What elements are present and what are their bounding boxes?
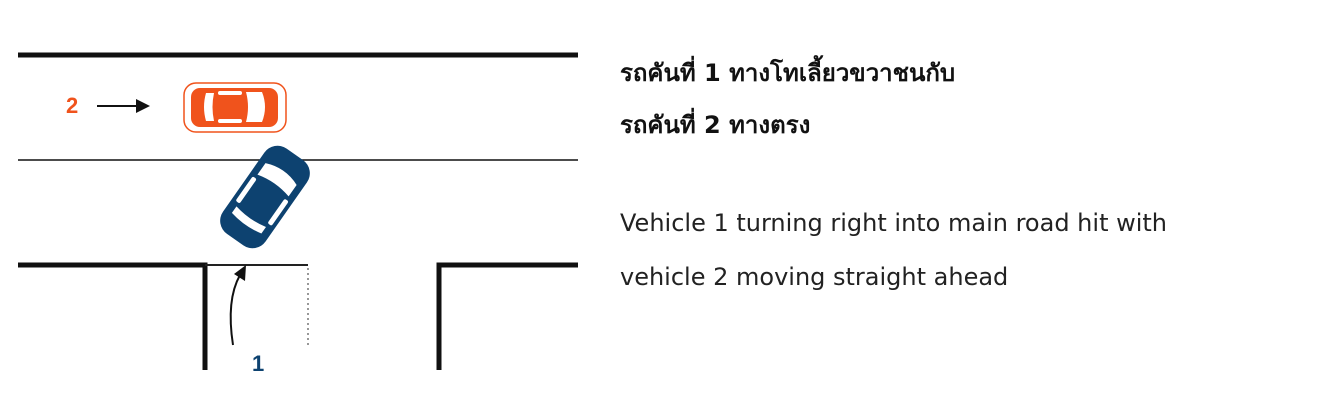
thai-description-line-2: รถคันที่ 2 ทางตรง (620, 111, 811, 139)
vehicle-2-car (183, 82, 287, 133)
straight-arrow-icon (97, 99, 150, 113)
thai-description-line-1: รถคันที่ 1 ทางโทเลี้ยวขวาชนกับ (620, 59, 956, 87)
road-bottom-edge-left (18, 262, 208, 370)
description-panel: รถคันที่ 1 ทางโทเลี้ยวขวาชนกับ รถคันที่ … (620, 56, 1310, 304)
vehicle-1-label: 1 (252, 351, 264, 376)
accident-diagram: 2 1 (18, 52, 578, 376)
curved-arrow-icon (229, 265, 246, 346)
english-description: Vehicle 1 turning right into main road h… (620, 196, 1310, 304)
english-description-line-1: Vehicle 1 turning right into main road h… (620, 209, 1168, 237)
vehicle-2-label: 2 (66, 93, 78, 118)
vehicle-1-car (220, 145, 310, 249)
english-description-line-2: vehicle 2 moving straight ahead (620, 263, 1009, 291)
road-bottom-edge-right (436, 262, 578, 370)
